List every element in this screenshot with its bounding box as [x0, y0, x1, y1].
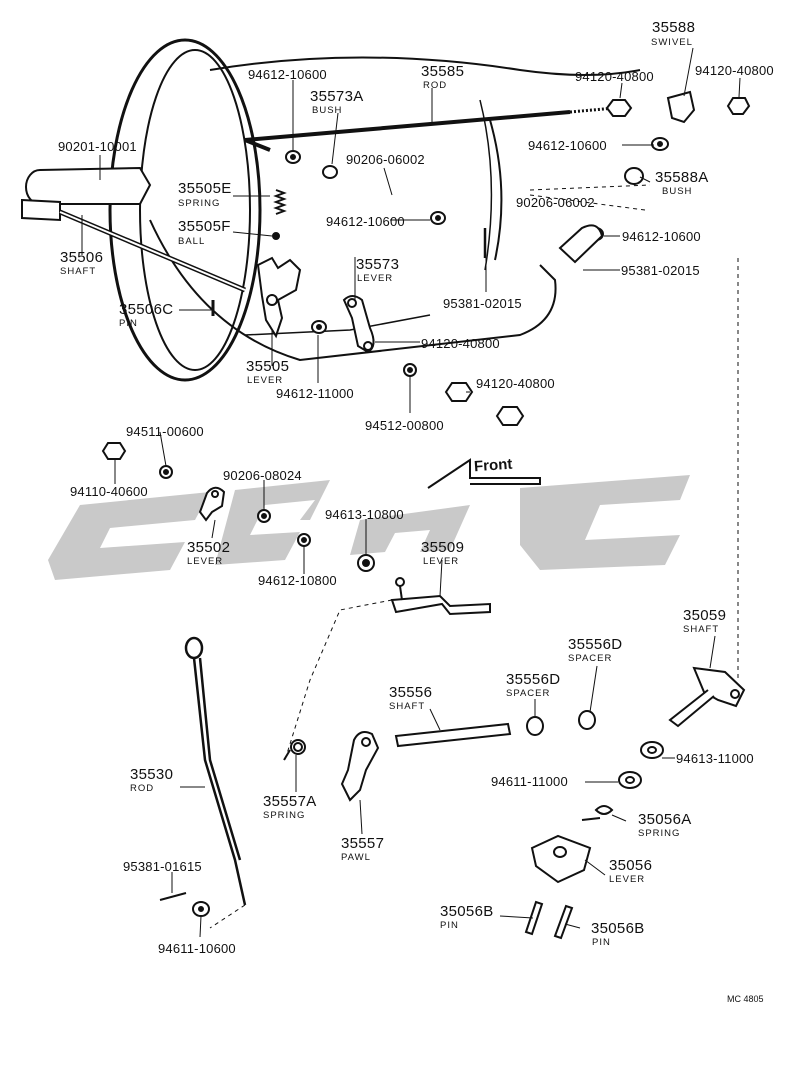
part-35509-name: LEVER [423, 556, 460, 567]
part-35502-name: LEVER [187, 556, 224, 567]
lever-35505 [211, 256, 302, 339]
part-35505e-number: 35505E [178, 180, 232, 197]
part-35557-name: PAWL [341, 852, 371, 863]
part-35556-name: SHAFT [389, 701, 426, 712]
front-label: Front [473, 455, 513, 476]
part-35588a-number: 35588A [655, 169, 709, 186]
part-94613-11000: 94613-11000 [676, 751, 754, 766]
part-35505-name: LEVER [247, 375, 284, 386]
leader-lines [81, 47, 741, 938]
front-arrow-icon [427, 458, 541, 489]
part-35056b-number-a: 35056B [440, 903, 494, 920]
part-94612-10600-a: 94612-10600 [248, 67, 327, 82]
part-35585-number: 35585 [421, 63, 465, 80]
part-35506c-name: PIN [119, 318, 138, 329]
part-35056-name: LEVER [609, 874, 646, 885]
part-94612-10800: 94612-10800 [258, 573, 337, 588]
part-94110-40600: 94110-40600 [70, 484, 148, 499]
lever-35056 [530, 834, 592, 884]
rod-35530 [184, 636, 247, 906]
part-95381-01615: 95381-01615 [123, 859, 202, 874]
part-90206-06002-b: 90206-06002 [516, 195, 595, 210]
part-35556-number: 35556 [389, 684, 433, 701]
part-35556d-number-b: 35556D [506, 671, 561, 688]
part-35505f-name: BALL [178, 236, 206, 247]
part-94120-40800-a: 94120-40800 [575, 69, 654, 84]
part-35588-name: SWIVEL [651, 37, 693, 48]
part-35056b-name-b: PIN [592, 937, 611, 948]
part-35556d-name-a: SPACER [568, 653, 613, 664]
pin-35056b [159, 892, 574, 940]
part-90206-08024: 90206-08024 [223, 468, 302, 483]
part-35530-name: ROD [130, 783, 155, 794]
part-35530-number: 35530 [130, 766, 174, 783]
nut-icon [101, 97, 751, 460]
part-35557a-number: 35557A [263, 793, 317, 810]
part-95381-02015-b: 95381-02015 [443, 296, 522, 311]
part-35556d-number-a: 35556D [568, 636, 623, 653]
lever-35573 [342, 228, 487, 354]
part-35505-number: 35505 [246, 358, 290, 375]
part-94611-11000: 94611-11000 [491, 774, 568, 789]
part-90201-10001: 90201-10001 [58, 139, 137, 154]
part-94120-40800-b: 94120-40800 [695, 63, 774, 78]
spring-35056a [581, 805, 614, 821]
part-35588a-name: BUSH [662, 186, 693, 197]
shaft-35059 [668, 666, 746, 728]
part-35585-name: ROD [423, 80, 448, 91]
part-90206-06002-a: 90206-06002 [346, 152, 425, 167]
part-35509-number: 35509 [421, 539, 465, 556]
part-94120-40800-c: 94120-40800 [421, 336, 500, 351]
part-35573a-number: 35573A [310, 88, 364, 105]
part-35573-name: LEVER [357, 273, 394, 284]
dashed-linkage [209, 184, 739, 929]
part-94512-00800: 94512-00800 [365, 418, 444, 433]
part-94612-10600-d: 94612-10600 [622, 229, 701, 244]
lever-35502 [198, 486, 226, 522]
part-35059-name: SHAFT [683, 624, 720, 635]
part-94612-10600-b: 94612-10600 [528, 138, 607, 153]
part-35506c-number: 35506C [119, 301, 174, 318]
part-35573a-name: BUSH [312, 105, 343, 116]
part-35505e-name: SPRING [178, 198, 221, 209]
part-94613-10800: 94613-10800 [325, 507, 404, 522]
part-35506-name: SHAFT [60, 266, 97, 277]
shaft-35556 [394, 710, 596, 748]
part-35573-number: 35573 [356, 256, 400, 273]
part-94511-00600: 94511-00600 [126, 424, 204, 439]
lever-35509 [390, 577, 491, 616]
part-35588-number: 35588 [652, 19, 696, 36]
part-94120-40800-d: 94120-40800 [476, 376, 555, 391]
watermark-logo [48, 475, 690, 580]
part-35502-number: 35502 [187, 539, 231, 556]
part-35557-number: 35557 [341, 835, 385, 852]
part-95381-02015-a: 95381-02015 [621, 263, 700, 278]
transmission-case [108, 38, 641, 382]
part-35505f-number: 35505F [178, 218, 231, 235]
part-35557a-name: SPRING [263, 810, 306, 821]
part-94611-10600: 94611-10600 [158, 941, 236, 956]
pawl-35557 [340, 731, 380, 802]
spring-35505e [272, 189, 287, 240]
part-35056-number: 35056 [609, 857, 653, 874]
part-35506-number: 35506 [60, 249, 104, 266]
figure-reference: MC 4805 [727, 994, 764, 1004]
part-94612-11000: 94612-11000 [276, 386, 354, 401]
swivel-35588 [322, 90, 696, 264]
part-35056b-name-a: PIN [440, 920, 459, 931]
part-35056a-number: 35056A [638, 811, 692, 828]
spring-35557a [283, 739, 306, 761]
part-35056a-name: SPRING [638, 828, 681, 839]
part-35059-number: 35059 [683, 607, 727, 624]
part-35556d-name-b: SPACER [506, 688, 551, 699]
part-35056b-number-b: 35056B [591, 920, 645, 937]
part-94612-10600-c: 94612-10600 [326, 214, 405, 229]
shaft-35506 [21, 166, 246, 293]
